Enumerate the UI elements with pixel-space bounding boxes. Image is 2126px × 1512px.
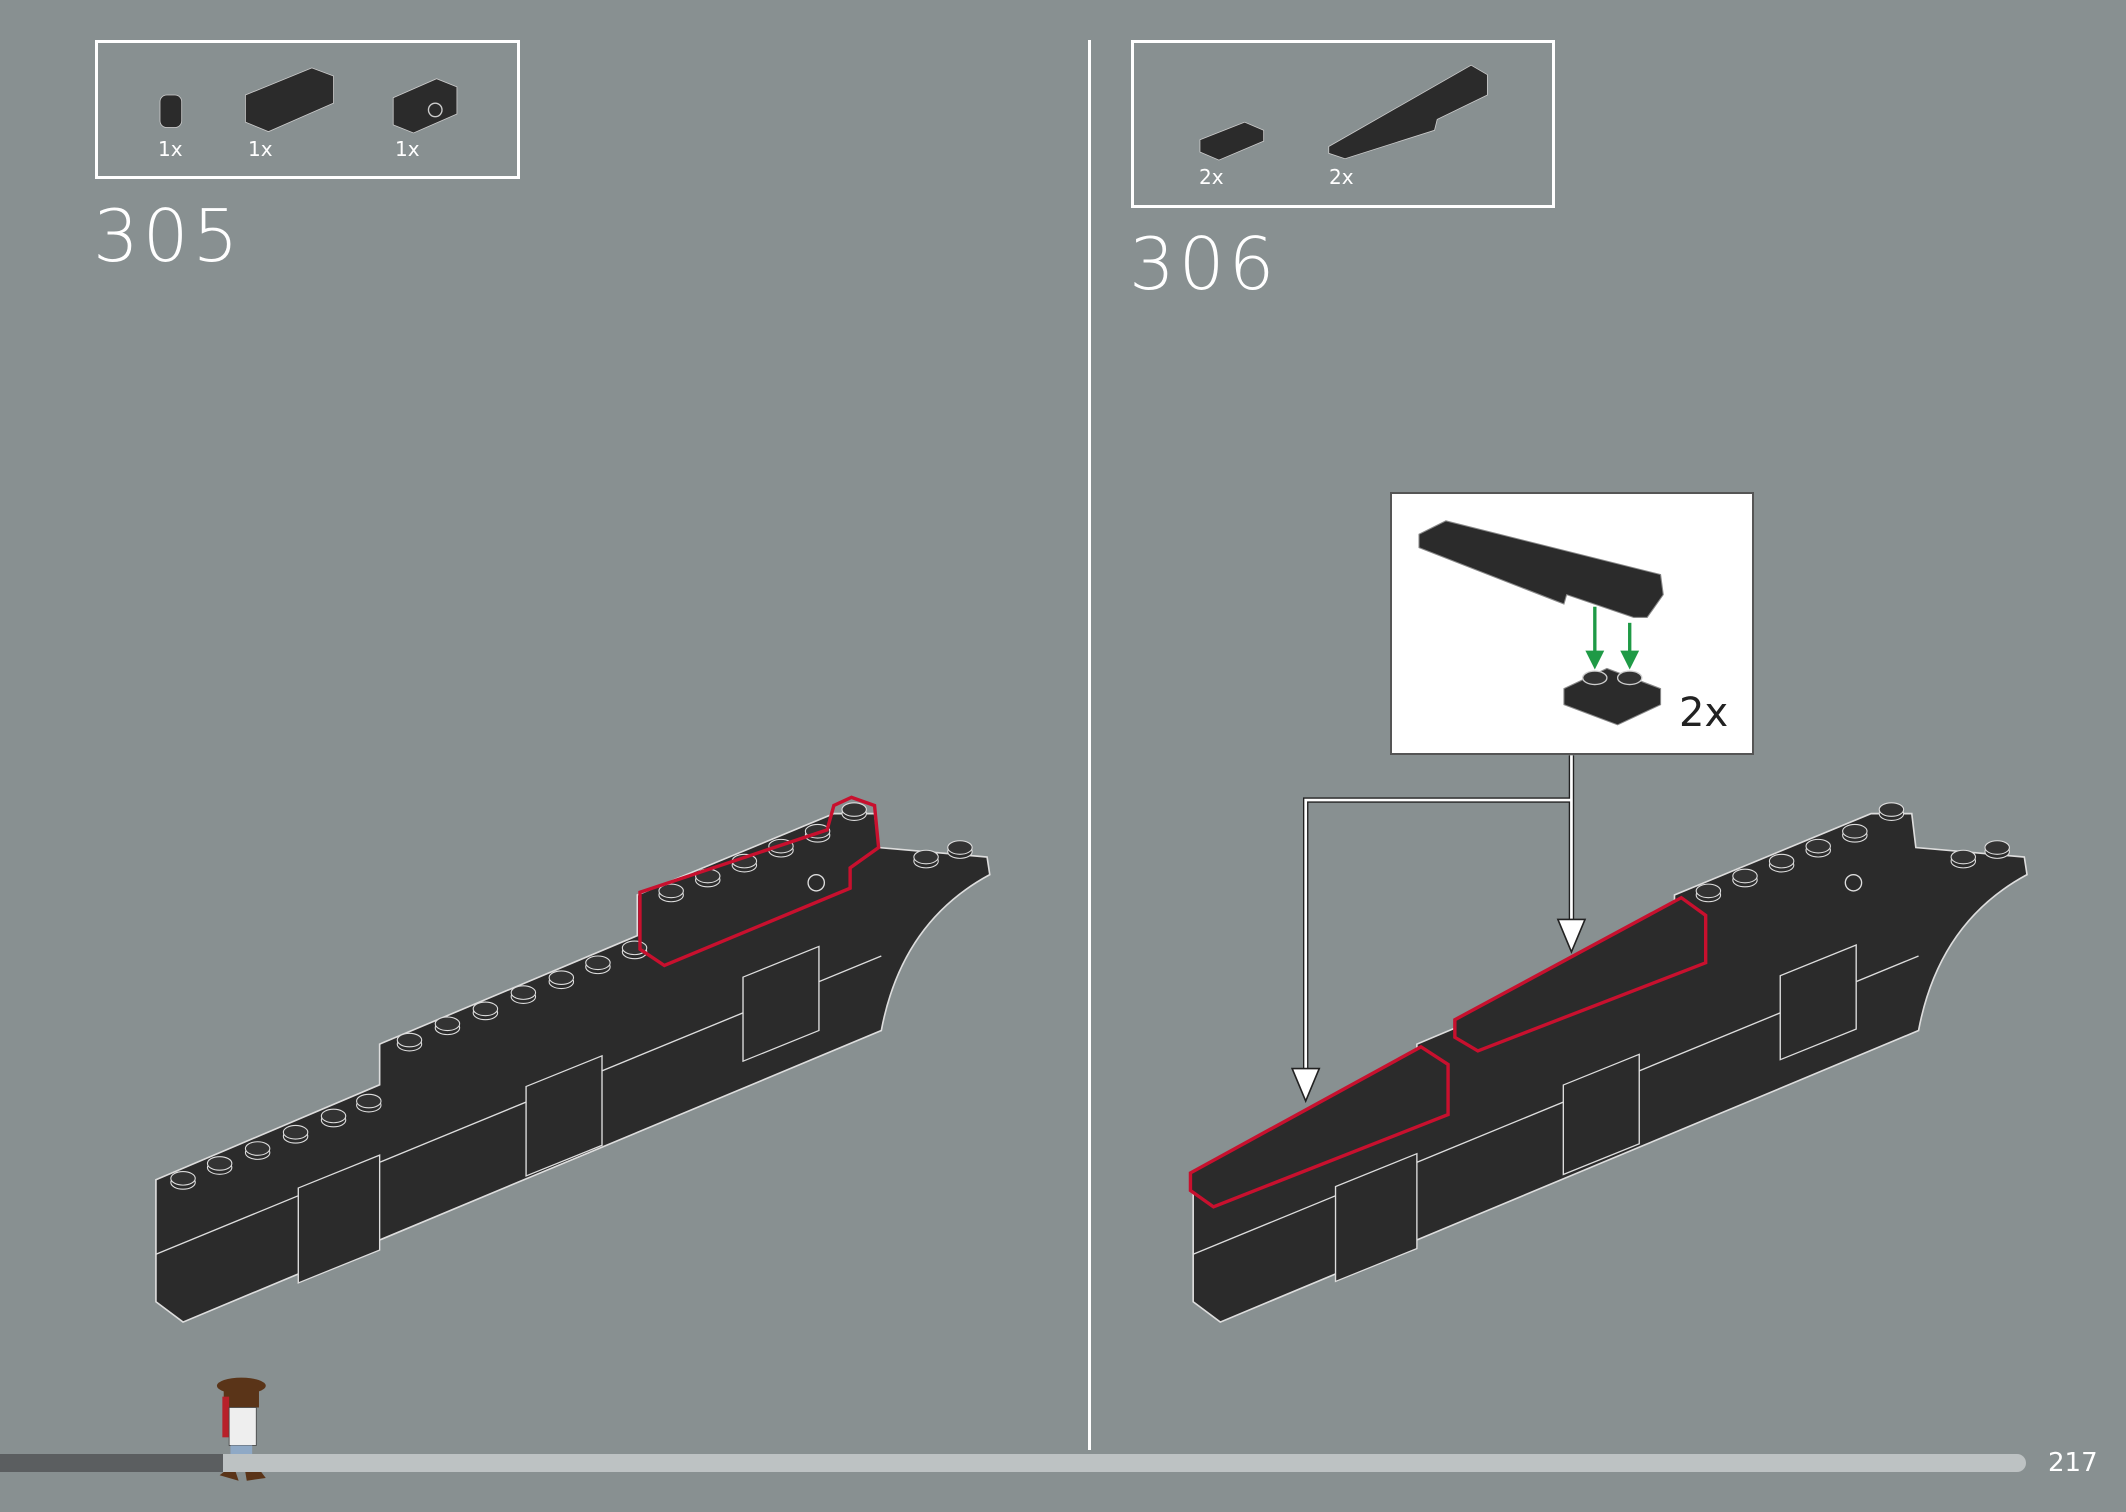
green-down-arrows-icon <box>1585 606 1640 670</box>
part-qty: 2x <box>1329 165 1354 189</box>
sub-assembly-callout: 2x <box>1390 492 1754 755</box>
part-qty: 1x <box>395 137 420 161</box>
progress-bar-fill <box>0 1454 223 1472</box>
part-icon-plate-1x2 <box>1199 121 1265 161</box>
part-qty: 1x <box>158 137 183 161</box>
new-part-highlight <box>638 795 881 968</box>
step-number: 305 <box>93 194 243 278</box>
part-icon-round-brick <box>159 94 183 128</box>
new-slope-highlight-1 <box>1188 1044 1450 1209</box>
page-number: 217 <box>2048 1448 2098 1478</box>
parts-list-step-306: 2x 2x <box>1131 40 1555 208</box>
part-icon-slope-wedge <box>1328 64 1488 160</box>
part-icon-brick-1x3 <box>245 67 334 133</box>
parts-list-step-305: 1x 1x 1x <box>95 40 520 179</box>
part-qty: 2x <box>1199 165 1224 189</box>
callout-qty: 2x <box>1679 690 1729 736</box>
new-slope-highlight-2 <box>1453 895 1708 1053</box>
progress-bar <box>0 1454 2026 1472</box>
page-divider <box>1088 40 1091 1450</box>
part-qty: 1x <box>248 137 273 161</box>
sub-assembly-illustration <box>1418 520 1664 726</box>
model-step-306 <box>1188 802 2028 1324</box>
part-icon-brick-1x2-hole <box>392 78 458 134</box>
step-number: 306 <box>1129 222 1279 306</box>
callout-arrows <box>1290 755 1587 1104</box>
model-step-305 <box>155 795 991 1324</box>
